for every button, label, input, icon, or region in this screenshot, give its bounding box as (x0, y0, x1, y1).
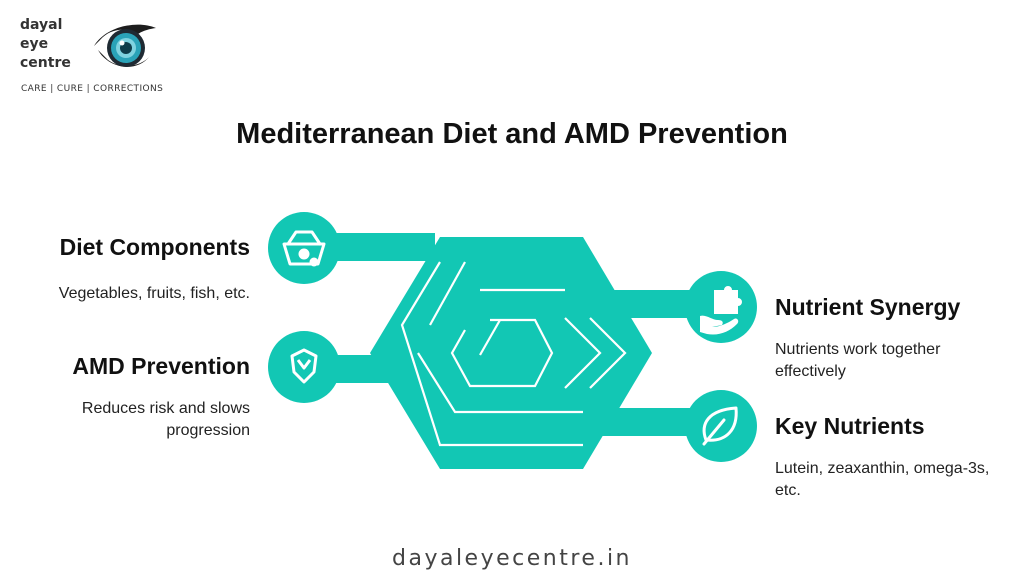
key-nutrients-description: Lutein, zeaxanthin, omega-3s, etc. (775, 460, 990, 499)
brand-name-line-2: eye (20, 36, 49, 52)
channel-line-right-1 (564, 317, 602, 389)
diet-components-description: Vegetables, fruits, fish, etc. (58, 285, 250, 302)
shield-icon (290, 348, 318, 384)
channel-line-middle (417, 352, 583, 414)
puzzle-hand-icon (700, 286, 742, 335)
channel-line-outer (400, 261, 583, 447)
brand-name-line-1: dayal (20, 17, 63, 33)
amd-prevention-description: Reduces risk and slows progression (81, 400, 250, 439)
channel-line-inner-hex (450, 318, 554, 388)
brand-name: dayal eye centre (20, 16, 110, 73)
diet-components-circle (268, 212, 340, 284)
amd-prevention-title: AMD Prevention (72, 353, 250, 379)
channel-line-amd (479, 319, 501, 356)
food-basket-icon (282, 230, 326, 267)
footer-website: dayaleyecentre.in (392, 546, 632, 571)
page-title: Mediterranean Diet and AMD Prevention (236, 118, 788, 150)
nutrient-synergy-description: Nutrients work together effectively (775, 341, 941, 380)
channel-line-right-2 (589, 317, 627, 389)
channel-line-inner-top (429, 261, 466, 326)
eye-icon (94, 24, 156, 67)
brand-name-line-3: centre (20, 55, 71, 71)
brand-tagline: CARE | CURE | CORRECTIONS (21, 84, 164, 94)
leaf-icon (702, 406, 738, 446)
key-nutrients-circle (685, 390, 757, 462)
nutrient-synergy-title: Nutrient Synergy (775, 294, 961, 320)
key-nutrients-title: Key Nutrients (775, 413, 925, 439)
diet-components-title: Diet Components (59, 234, 250, 260)
